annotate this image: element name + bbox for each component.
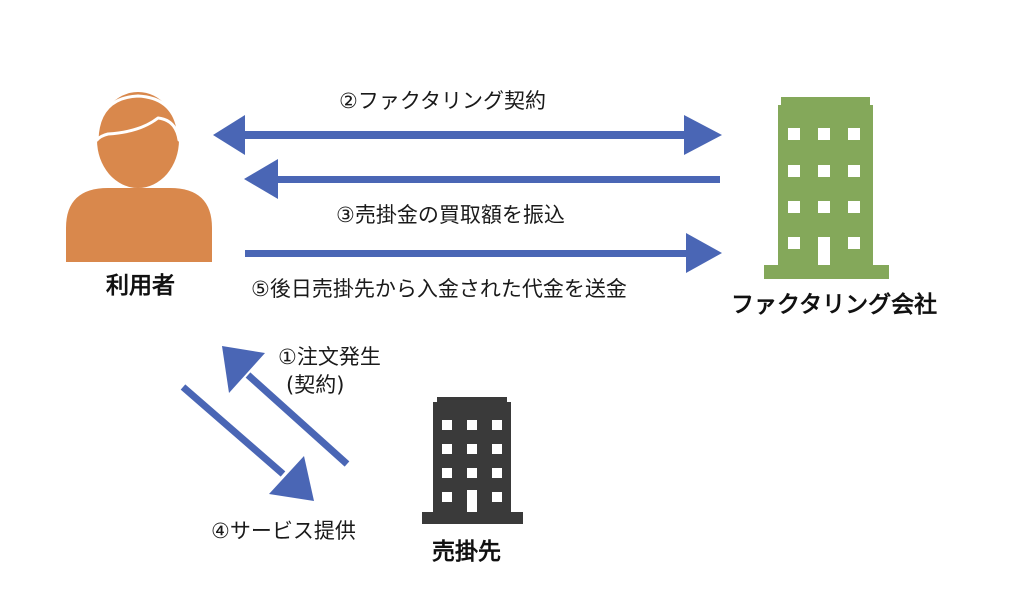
order-sub-label: (契約) xyxy=(286,373,345,397)
customer-building-icon xyxy=(422,397,523,524)
payment-label: ③売掛金の買取額を振込 xyxy=(336,203,565,227)
service-label: ④サービス提供 xyxy=(211,519,356,543)
service-arrow xyxy=(180,384,314,501)
customer-label: 売掛先 xyxy=(432,539,501,565)
factoring-building-icon xyxy=(764,97,889,279)
order-arrow xyxy=(222,346,350,467)
remit-label: ⑤後日売掛先から入金された代金を送金 xyxy=(251,277,627,301)
user-label: 利用者 xyxy=(106,273,175,299)
factoring-company-label: ファクタリング会社 xyxy=(731,292,938,318)
contract-arrow xyxy=(213,115,722,155)
payment-arrow xyxy=(244,159,720,199)
contract-label: ②ファクタリング契約 xyxy=(339,89,546,113)
user-person-icon xyxy=(66,92,212,262)
remit-arrow xyxy=(245,233,722,273)
order-label: ①注文発生 xyxy=(278,345,381,369)
